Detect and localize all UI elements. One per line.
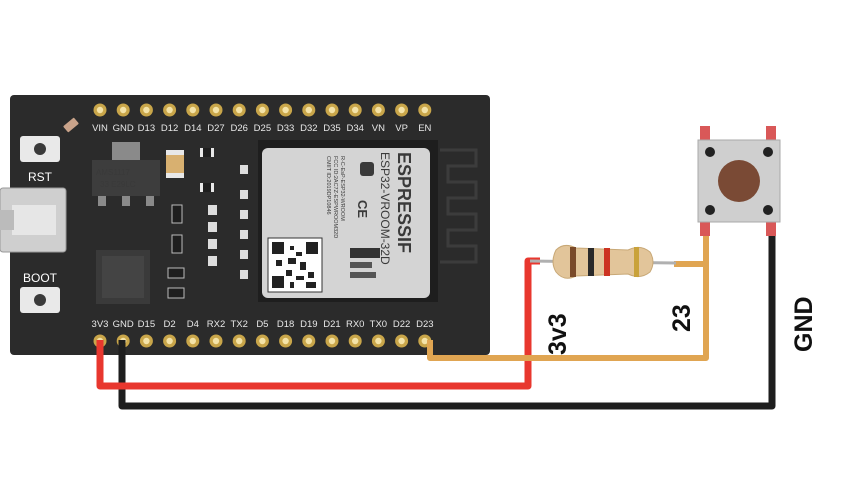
bottom-pin-label: D4	[187, 319, 199, 330]
button-cap[interactable]	[718, 160, 760, 202]
top-pin-d25	[255, 103, 269, 117]
top-pin-label: EN	[418, 123, 431, 134]
bottom-pin-d22	[395, 334, 409, 348]
bottom-pin-label: TX0	[370, 319, 387, 330]
esp32-board: RST BOOT AMS1117 33 E29LC	[0, 95, 490, 355]
capacitor	[166, 150, 184, 178]
top-pin-gnd	[116, 103, 130, 117]
voltage-regulator: AMS1117 33 E29LC	[92, 142, 160, 206]
top-pin-header: VIN GND D13 D12 D14 D27 D26 D25 D33 D32 D35 D34 VN VP…	[92, 103, 432, 134]
bottom-pin-tx0	[371, 334, 385, 348]
label-gpio23: 23	[668, 304, 696, 332]
top-pin-en	[418, 103, 432, 117]
bottom-pin-rx0	[348, 334, 362, 348]
bottom-pin-label: 3V3	[92, 319, 109, 330]
bottom-pin-d2	[163, 334, 177, 348]
top-pin-label: VIN	[92, 123, 108, 134]
top-pin-label: VP	[395, 123, 408, 134]
top-pin-label: D33	[277, 123, 294, 134]
bottom-pin-label: D21	[323, 319, 340, 330]
boot-button[interactable]	[20, 287, 60, 313]
top-pin-label: D13	[138, 123, 155, 134]
top-pin-label: D32	[300, 123, 317, 134]
bottom-pin-header: 3V3 GND D15 D2 D4 RX2 TX2 D5 D18 D19 D21 RX0 TX0 D22 D…	[92, 319, 434, 348]
svg-text:ESPRESSIF: ESPRESSIF	[394, 152, 414, 253]
bottom-pin-d5	[255, 334, 269, 348]
top-pin-label: D25	[254, 123, 271, 134]
led-icon	[63, 117, 79, 133]
top-pin-label: VN	[372, 123, 385, 134]
top-pin-vin	[93, 103, 107, 117]
bottom-pin-label: D22	[393, 319, 410, 330]
bottom-pin-label: D23	[416, 319, 433, 330]
bottom-pin-label: GND	[113, 319, 134, 330]
bottom-pin-label: RX0	[346, 319, 364, 330]
top-pin-d33	[279, 103, 293, 117]
svg-text:FCC ID:2AC7Z-ESPWROOM32D: FCC ID:2AC7Z-ESPWROOM32D	[332, 156, 338, 238]
svg-text:CMIIT ID:2019DP10846: CMIIT ID:2019DP10846	[325, 156, 331, 215]
top-pin-d14	[186, 103, 200, 117]
top-pin-label: D26	[230, 123, 247, 134]
top-pin-label: D27	[207, 123, 224, 134]
bottom-pin-rx2	[209, 334, 223, 348]
rst-button[interactable]	[20, 136, 60, 162]
esp32-module: ESPRESSIF ESP32-VROOM-32D FCC ID:2AC7Z-E…	[258, 140, 478, 302]
top-pin-d35	[325, 103, 339, 117]
top-pin-label: D14	[184, 123, 201, 134]
top-pin-label: D12	[161, 123, 178, 134]
svg-text:CE: CE	[355, 200, 370, 218]
bottom-pin-label: D19	[300, 319, 317, 330]
wire-gnd	[118, 235, 776, 410]
bottom-pin-label: RX2	[207, 319, 225, 330]
top-pin-vn	[371, 103, 385, 117]
bottom-pin-d19	[302, 334, 316, 348]
top-pin-d34	[348, 103, 362, 117]
bottom-pin-label: TX2	[230, 319, 247, 330]
top-pin-d27	[209, 103, 223, 117]
svg-text:33 E29LC: 33 E29LC	[100, 180, 136, 189]
rst-label: RST	[28, 170, 53, 184]
top-pin-d32	[302, 103, 316, 117]
svg-text:R-C-EsP-ESP32-WROOM: R-C-EsP-ESP32-WROOM	[339, 156, 345, 221]
bottom-pin-d4	[186, 334, 200, 348]
push-button[interactable]	[697, 126, 781, 236]
bottom-pin-d18	[279, 334, 293, 348]
bottom-pin-label: D15	[138, 319, 155, 330]
bottom-pin-d15	[139, 334, 153, 348]
bottom-pin-label: D5	[256, 319, 268, 330]
svg-text:ESP32-VROOM-32D: ESP32-VROOM-32D	[378, 152, 392, 265]
svg-text:AMS1117: AMS1117	[96, 168, 130, 177]
bottom-pin-d21	[325, 334, 339, 348]
top-pin-d12	[163, 103, 177, 117]
top-pin-vp	[395, 103, 409, 117]
label-3v3: 3v3	[544, 313, 572, 355]
usb-serial-chip	[96, 250, 150, 304]
boot-label: BOOT	[23, 271, 58, 285]
top-pin-d13	[139, 103, 153, 117]
bottom-pin-tx2	[232, 334, 246, 348]
wire-d23	[427, 261, 709, 361]
resistor	[529, 244, 677, 279]
top-pin-label: GND	[113, 123, 134, 134]
label-gnd: GND	[790, 296, 818, 352]
top-pin-d26	[232, 103, 246, 117]
top-pin-label: D34	[346, 123, 363, 134]
top-pin-label: D35	[323, 123, 340, 134]
bottom-pin-label: D2	[164, 319, 176, 330]
bottom-pin-label: D18	[277, 319, 294, 330]
